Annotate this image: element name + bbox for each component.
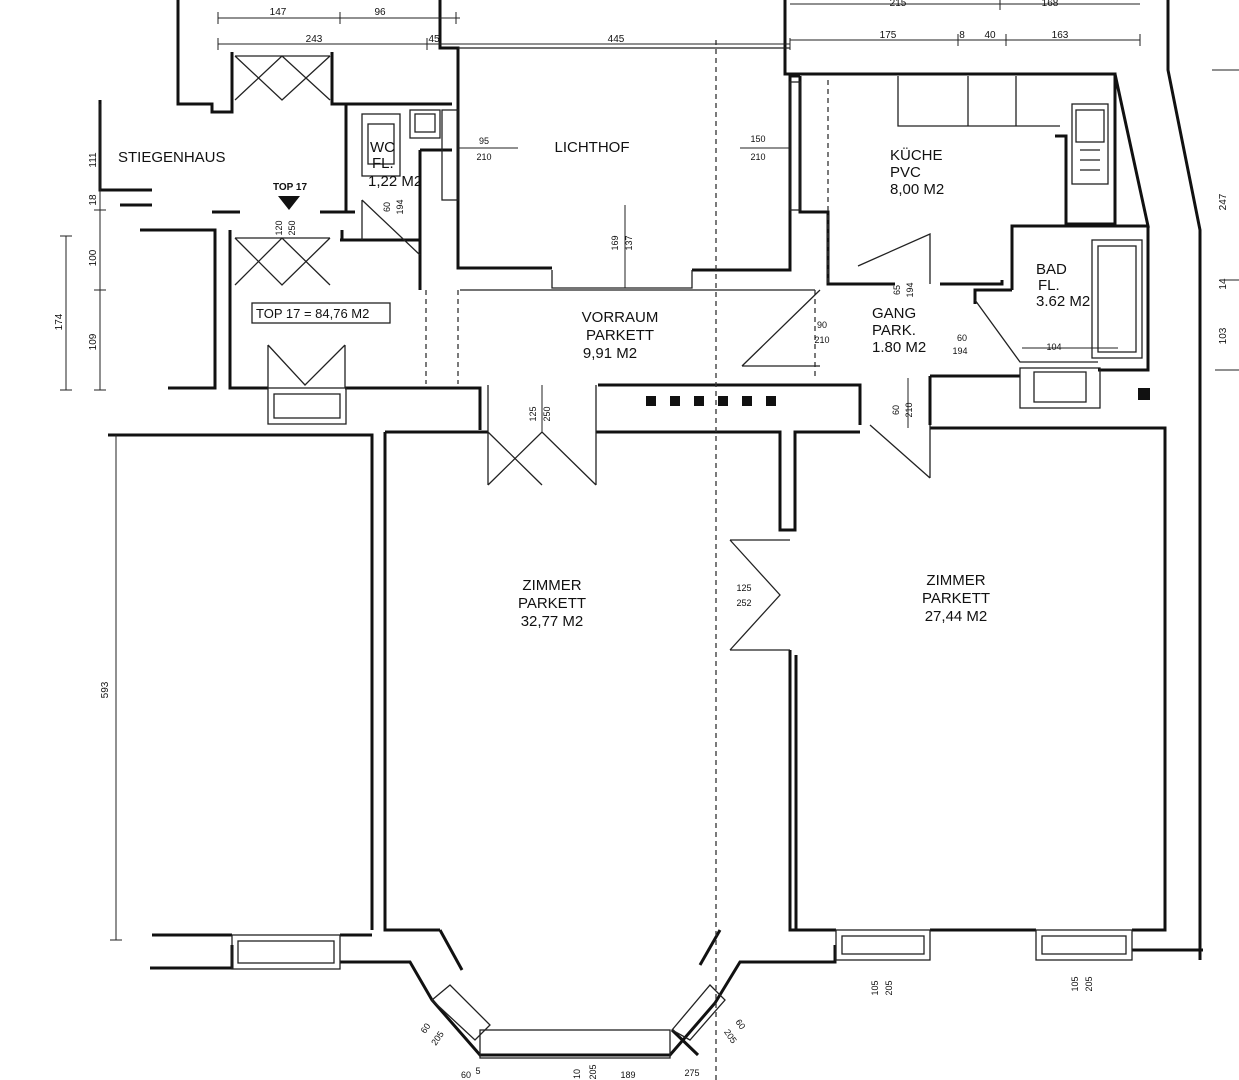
room-zimmer-mid-floor: PARKETT: [518, 595, 586, 612]
dim-top-168: 168: [1042, 0, 1059, 9]
dim-gzd-60: 60: [891, 405, 901, 415]
room-bad-floor: FL.: [1038, 277, 1060, 294]
room-lichthof: LICHTHOF: [555, 139, 630, 156]
dim-bot-5: 5: [475, 1066, 480, 1076]
dim-wr2-205: 205: [1084, 976, 1094, 991]
room-zimmer-right-floor: PARKETT: [922, 590, 990, 607]
dim-gd-90: 90: [817, 320, 827, 330]
dim-right-247: 247: [1218, 193, 1229, 210]
dim-left-100: 100: [88, 249, 99, 266]
room-vorraum-name: VORRAUM: [582, 309, 659, 326]
dim-rw-150: 150: [750, 134, 765, 144]
room-zimmer-right-area: 27,44 M2: [925, 608, 988, 625]
dim-2-8: 8: [959, 30, 965, 41]
dim-2-445: 445: [608, 34, 625, 45]
dim-rw-210: 210: [750, 152, 765, 162]
dim-bot-60: 60: [461, 1070, 471, 1080]
dim-zd-125: 125: [528, 406, 538, 421]
door-swings: [234, 55, 1098, 651]
dim-left-109: 109: [88, 333, 99, 350]
details: [231, 40, 1150, 1080]
dim-kd-194: 194: [905, 282, 915, 297]
room-vorraum-area: 9,91 M2: [583, 345, 637, 362]
dim-zc-125: 125: [736, 583, 751, 593]
dim-left-593: 593: [100, 681, 111, 698]
dim-left-111: 111: [88, 152, 99, 168]
dim-bot-10: 10: [572, 1069, 582, 1079]
room-zimmer-mid-name: ZIMMER: [522, 577, 581, 594]
dim-left-174: 174: [54, 313, 65, 330]
room-bad-name: BAD: [1036, 261, 1067, 278]
room-gang-area: 1.80 M2: [872, 339, 926, 356]
dim-2-163: 163: [1052, 30, 1069, 41]
dim-bd-194: 194: [952, 346, 967, 356]
dim-wlb-205: 205: [429, 1029, 446, 1047]
dim-right-103: 103: [1218, 327, 1229, 344]
room-gang-floor: PARK.: [872, 322, 916, 339]
room-kueche-name: KÜCHE: [890, 146, 943, 164]
room-wc-area: 1,22 M2: [368, 173, 422, 190]
dim-wlb-60: 60: [419, 1021, 433, 1035]
dimension-numbers: 147 96 215 168 243 45 445 175 8 40 163 1…: [54, 0, 1229, 1080]
room-kueche-floor: PVC: [890, 164, 921, 181]
dim-2-243: 243: [306, 34, 323, 45]
dimension-lines: [60, 0, 1239, 941]
dim-lb-169: 169: [610, 235, 620, 250]
dim-top-147: 147: [270, 7, 287, 18]
dim-wr1-205: 205: [884, 980, 894, 995]
top-marker-triangle-icon: [278, 196, 300, 210]
dim-entry-120: 120: [274, 220, 284, 235]
dim-lw-210: 210: [476, 152, 491, 162]
dim-zd-250: 250: [542, 406, 552, 421]
dim-kd-65: 65: [892, 285, 902, 295]
dim-right-14: 14: [1218, 278, 1229, 290]
dim-wr2-105: 105: [1070, 976, 1080, 991]
room-labels: STIEGENHAUS WC FL. 1,22 M2 LICHTHOF KÜCH…: [118, 139, 1090, 630]
dim-left-18: 18: [88, 194, 99, 206]
room-wc-name: WC: [370, 139, 395, 156]
dim-2-45: 45: [428, 34, 440, 45]
dim-wc-door-194: 194: [395, 199, 405, 214]
dim-2-175: 175: [880, 30, 897, 41]
vent-grilles: [646, 388, 1150, 406]
dim-lb-137: 137: [624, 235, 634, 250]
room-stiegenhaus: STIEGENHAUS: [118, 149, 226, 166]
dim-bw-104: 104: [1046, 342, 1061, 352]
top-total-text: TOP 17 = 84,76 M2: [256, 306, 369, 321]
dim-bd-60: 60: [957, 333, 967, 343]
dim-wc-door-60: 60: [382, 202, 392, 212]
room-gang-name: GANG: [872, 305, 916, 322]
dim-wrb-205: 205: [722, 1027, 739, 1045]
dim-bot-205: 205: [588, 1064, 598, 1079]
dim-wr1-105: 105: [870, 980, 880, 995]
dim-top-215: 215: [890, 0, 907, 9]
room-bad-area: 3.62 M2: [1036, 293, 1090, 310]
dim-bot-275: 275: [684, 1068, 699, 1078]
dim-zc-252: 252: [736, 598, 751, 608]
dim-2-40: 40: [984, 30, 996, 41]
dim-lw-95: 95: [479, 136, 489, 146]
room-wc-floor: FL.: [372, 155, 394, 172]
top-total-box: [251, 302, 391, 324]
room-zimmer-mid-area: 32,77 M2: [521, 613, 584, 630]
dim-gd-210: 210: [814, 335, 829, 345]
walls: [98, 0, 1203, 1057]
dim-top-96: 96: [374, 7, 386, 18]
dim-wrb-60: 60: [733, 1017, 747, 1031]
room-kueche-area: 8,00 M2: [890, 181, 944, 198]
room-vorraum-floor: PARKETT: [586, 327, 654, 344]
dim-bot-189: 189: [620, 1070, 635, 1080]
top-marker-label: TOP 17: [273, 182, 308, 193]
dim-gzd-210: 210: [904, 402, 914, 417]
room-zimmer-right-name: ZIMMER: [926, 572, 985, 589]
dim-entry-250: 250: [287, 220, 297, 235]
